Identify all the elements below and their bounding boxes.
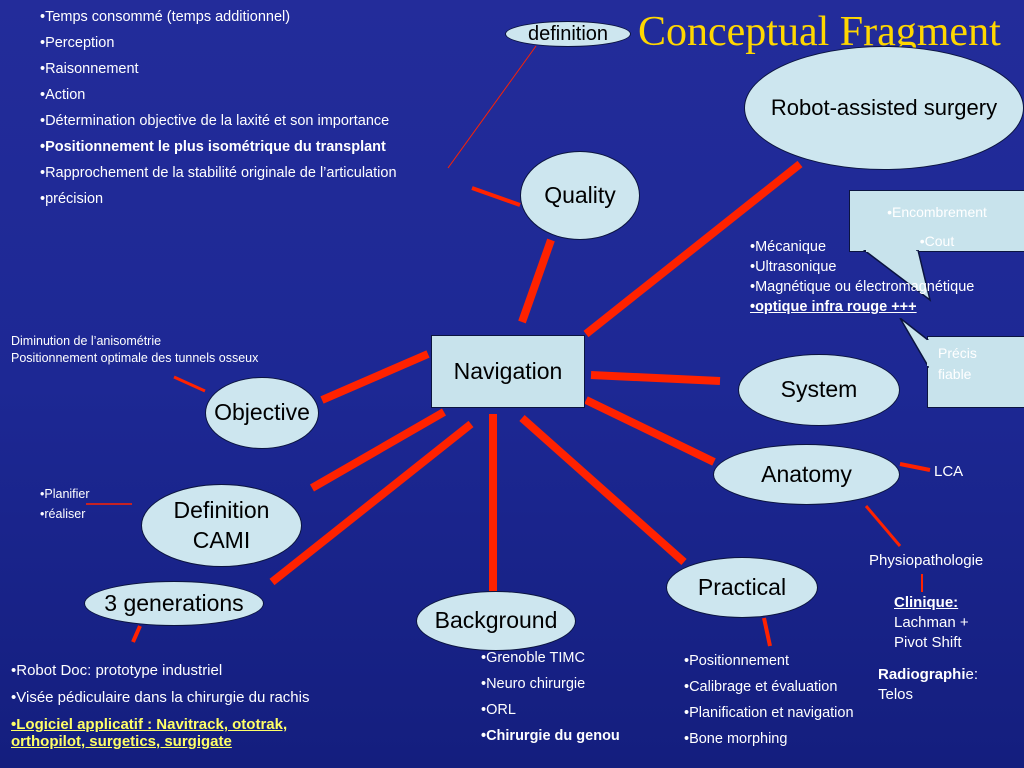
- note-line: Positionnement optimale des tunnels osse…: [11, 351, 259, 365]
- link-anatomy-lca: [899, 462, 931, 472]
- practical-list: •Positionnement •Calibrage et évaluation…: [684, 653, 854, 757]
- link-generations-list: [131, 625, 142, 643]
- node-practical-label: Practical: [697, 573, 787, 600]
- list-item: •précision: [40, 191, 104, 207]
- link-navigation-quality: [518, 238, 555, 324]
- node-quality-label: Quality: [544, 181, 616, 208]
- callout-pointer-bottom: [899, 318, 932, 368]
- list-item: •Bone morphing: [684, 731, 788, 747]
- list-item: •Détermination objective de la laxité et…: [40, 113, 390, 129]
- link-objective-notes: [173, 375, 206, 393]
- anatomy-lca: LCA: [934, 463, 964, 480]
- list-item: •Rapprochement de la stabilité originale…: [40, 165, 397, 181]
- system-list: •Mécanique •Ultrasonique •Magnétique ou …: [750, 237, 974, 317]
- callout-item: Précis: [938, 345, 977, 361]
- cami-list: •Planifier •réaliser: [40, 487, 90, 531]
- quality-list: •Temps consommé (temps additionnel) •Per…: [40, 9, 397, 217]
- list-item: •Raisonnement: [40, 61, 139, 77]
- radio-label: Radiographie:: [878, 665, 978, 685]
- anatomy-physiopathologie: Physiopathologie: [869, 552, 984, 569]
- link-quality-list: [471, 186, 521, 207]
- list-item: •optique infra rouge +++: [750, 299, 917, 315]
- callout-item: •Cout: [919, 233, 955, 249]
- callout-item: •Encombrement: [887, 204, 987, 220]
- node-quality[interactable]: Quality: [520, 151, 640, 240]
- list-item: orthopilot, surgetics, surgigate: [11, 733, 232, 750]
- clinique-line: Pivot Shift: [894, 634, 962, 651]
- list-item: •Positionnement le plus isométrique du t…: [40, 139, 386, 155]
- note-line: Diminution de l’anisométrie: [11, 334, 162, 348]
- link-navigation-robot: [583, 160, 803, 338]
- radio-label-suffix: e:: [965, 666, 979, 683]
- link-anatomy-physio: [864, 505, 902, 547]
- link-navigation-generations: [269, 420, 474, 586]
- node-definition-label: definition: [527, 23, 609, 45]
- node-anatomy[interactable]: Anatomy: [713, 444, 900, 505]
- node-cami-label-line1: Definition: [173, 496, 270, 523]
- node-generations-label: 3 generations: [104, 589, 244, 616]
- list-item: •Perception: [40, 35, 115, 51]
- link-navigation-practical: [519, 415, 687, 565]
- radio-value: Telos: [878, 686, 914, 703]
- list-item: •Neuro chirurgie: [481, 676, 586, 692]
- anatomy-radiographie: Radiographie: Telos: [878, 665, 978, 705]
- list-item: •Planifier: [40, 487, 90, 501]
- callout-item: fiable: [938, 366, 972, 382]
- list-item: •Chirurgie du genou: [481, 728, 620, 744]
- node-system[interactable]: System: [738, 354, 900, 426]
- list-item: •Grenoble TIMC: [481, 650, 585, 666]
- link-practical-list: [762, 617, 772, 647]
- link-navigation-anatomy: [584, 396, 716, 466]
- list-item: •Action: [40, 87, 86, 103]
- list-item: •Planification et navigation: [684, 705, 854, 721]
- node-navigation[interactable]: Navigation: [431, 335, 585, 408]
- list-item: •Mécanique: [750, 239, 827, 255]
- link-quality-definition: [447, 45, 537, 169]
- list-item: •réaliser: [40, 507, 86, 521]
- list-item: •Magnétique ou électromagnétique: [750, 279, 975, 295]
- list-item: •Ultrasonique: [750, 259, 837, 275]
- background-list: •Grenoble TIMC •Neuro chirurgie •ORL •Ch…: [481, 650, 620, 754]
- node-objective[interactable]: Objective: [205, 377, 319, 449]
- clinique-line: Lachman +: [894, 614, 969, 631]
- callout-precis: Précis fiable: [927, 336, 1024, 408]
- node-robot-label: Robot-assisted surgery: [770, 94, 998, 120]
- list-item: •Calibrage et évaluation: [684, 679, 838, 695]
- anatomy-clinique: Clinique: Lachman + Pivot Shift: [894, 593, 969, 653]
- node-navigation-label: Navigation: [453, 357, 563, 384]
- node-background[interactable]: Background: [416, 591, 576, 651]
- node-robot-assisted-surgery[interactable]: Robot-assisted surgery: [744, 46, 1024, 170]
- node-background-label: Background: [434, 607, 558, 634]
- node-system-label: System: [780, 376, 858, 403]
- page-title: Conceptual Fragment: [638, 9, 1001, 55]
- callout-encombrement: •Encombrement •Cout: [849, 190, 1024, 252]
- objective-notes: Diminution de l’anisométrie Positionneme…: [11, 333, 258, 367]
- link-navigation-objective: [320, 350, 430, 404]
- node-anatomy-label: Anatomy: [761, 460, 852, 487]
- list-item: •ORL: [481, 702, 516, 718]
- node-cami-label-line2: CAMI: [192, 526, 251, 553]
- list-item: •Temps consommé (temps additionnel): [40, 9, 291, 25]
- list-item: •Positionnement: [684, 653, 790, 669]
- radio-label-bold: Radiographi: [878, 666, 966, 683]
- node-definition[interactable]: definition: [505, 21, 631, 47]
- callout-pointer-top: [862, 250, 932, 302]
- list-item: •Visée pédiculaire dans la chirurgie du …: [11, 689, 310, 706]
- link-navigation-cami: [310, 408, 446, 492]
- node-practical[interactable]: Practical: [666, 557, 818, 618]
- clinique-label: Clinique:: [894, 594, 959, 611]
- link-navigation-system: [590, 371, 721, 385]
- list-item: •Logiciel applicatif : Navitrack, ototra…: [11, 716, 288, 733]
- generations-list: •Robot Doc: prototype industriel •Visée …: [11, 662, 309, 750]
- node-objective-label: Objective: [214, 399, 310, 426]
- node-cami-label: Definition CAMI: [174, 496, 270, 556]
- node-definition-cami[interactable]: Definition CAMI: [141, 484, 302, 567]
- list-item: •Robot Doc: prototype industriel: [11, 662, 223, 679]
- node-3-generations[interactable]: 3 generations: [84, 581, 264, 626]
